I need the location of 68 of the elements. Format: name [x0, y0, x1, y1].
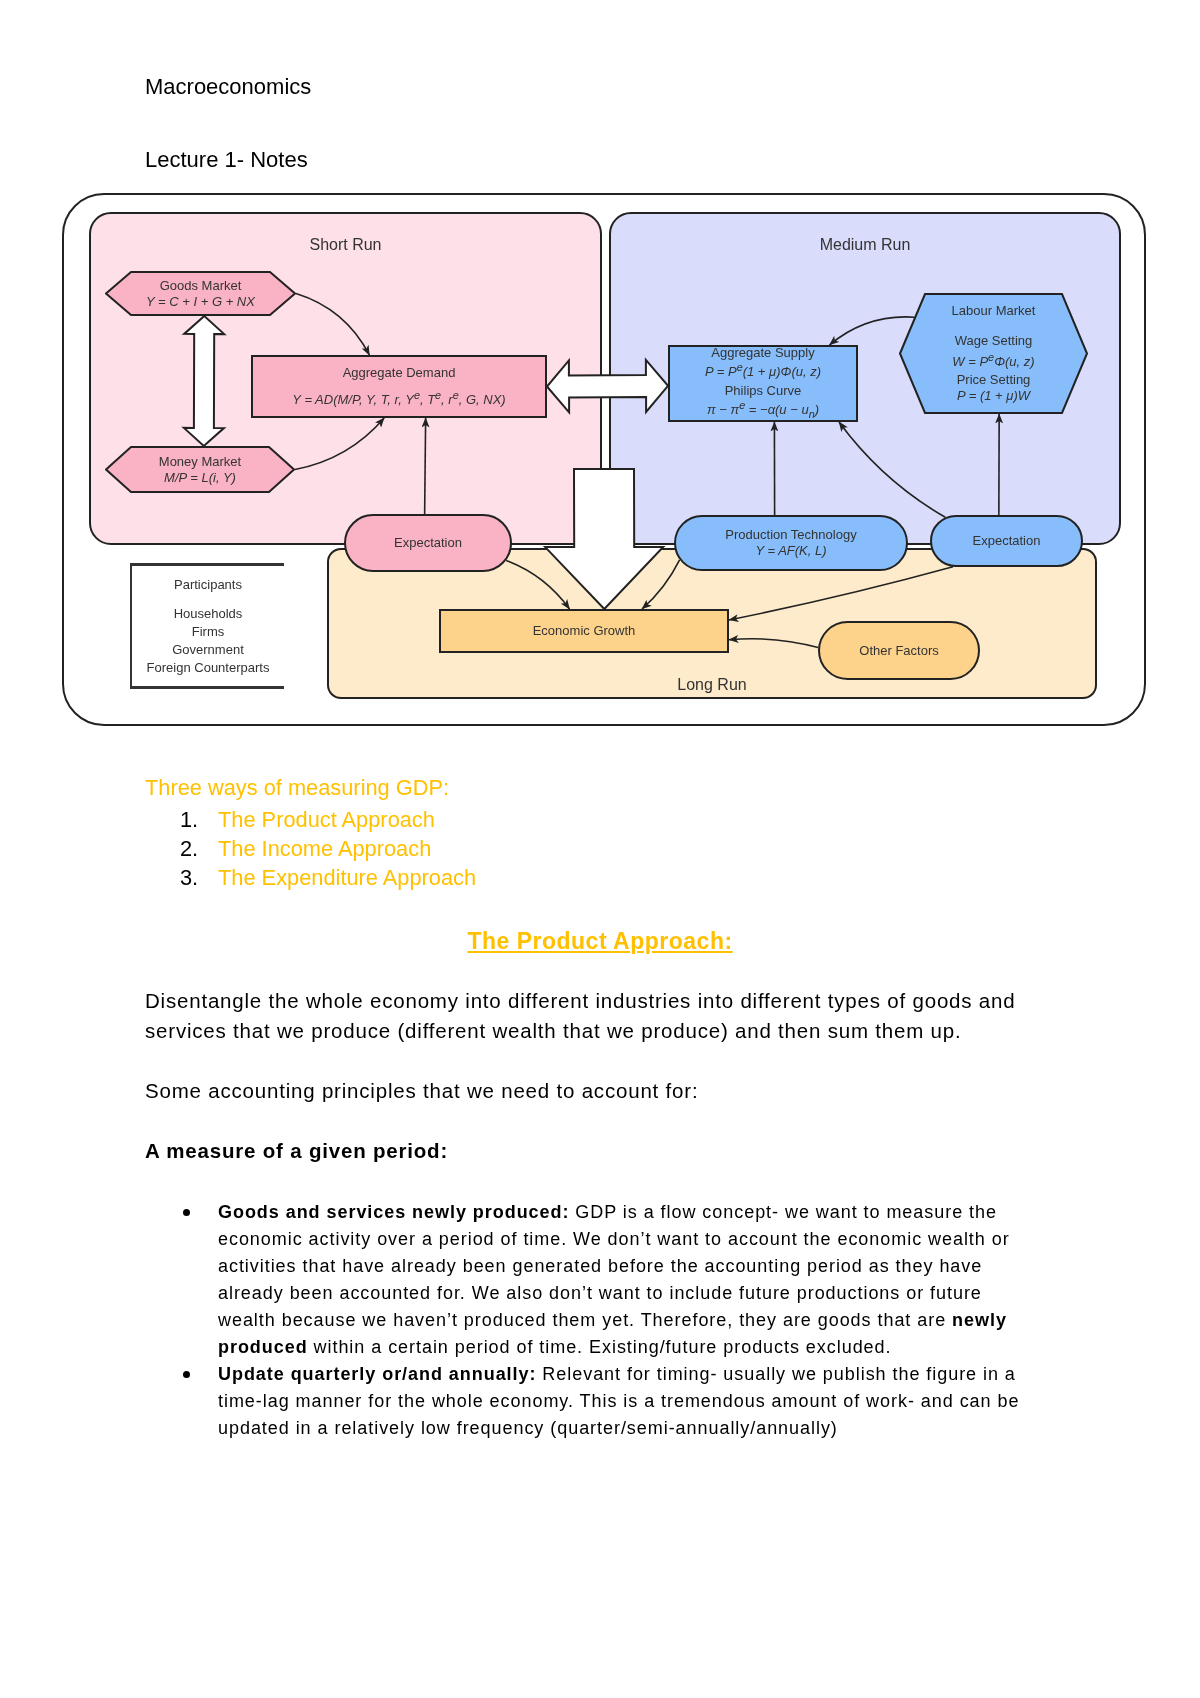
formula-text: π − π$^{e}$ = −α(u − u$_{n}$)	[706, 398, 820, 423]
panel-title: Short Run	[309, 235, 382, 255]
node-title: Aggregate Supply	[711, 344, 815, 360]
panel-title: Medium Run	[819, 235, 911, 255]
node-title: Money Market	[158, 453, 242, 470]
node-text: Philips Curve	[724, 383, 802, 399]
arrow	[838, 421, 947, 519]
node-title: Production Technology	[725, 527, 857, 543]
arrow	[828, 316, 916, 346]
node-title: Other Factors	[859, 642, 939, 659]
node-title: Aggregate Demand	[342, 364, 456, 381]
formula-text: M/P = L(i, Y)	[164, 469, 236, 486]
arrow	[728, 566, 954, 622]
list-item: The Product Approach	[218, 807, 435, 833]
process-box	[668, 345, 858, 422]
rounded-node	[674, 515, 908, 571]
paragraph: Disentangle the whole economy into different industries into different types of goods and services that we produce (different wealth that we produce) and then sum them up.	[145, 988, 1017, 1044]
list-heading: Three ways of measuring GDP:	[145, 775, 450, 801]
hexagon-node	[105, 446, 295, 493]
list-item: The Expenditure Approach	[218, 865, 477, 891]
hexagon-node	[899, 293, 1088, 414]
process-box	[251, 355, 547, 418]
double-block-arrow	[545, 357, 670, 416]
node-title: Participants	[174, 575, 242, 594]
bullet-paragraph: Goods and services newly produced: GDP is a flow concept- we want to measure the economic activity over a period of time. We don’t want to account the economic wealth or activities that have already been generated before the accounting period as they have already been accounted for. We also don’t want to include future productions or future wealth because we haven’t produced them yet. Therefore, they are goods that are newly produced within a certain period of time. Existing/future products excluded.	[218, 1201, 1011, 1359]
node-title: Labour Market	[951, 302, 1036, 319]
arrow	[421, 417, 430, 515]
participants-box	[130, 563, 284, 689]
hexagon-node	[105, 271, 296, 316]
list-number: 3.	[180, 865, 199, 891]
arrow	[728, 635, 819, 649]
node-title: Economic Growth	[532, 623, 636, 639]
subtitle-text: Lecture 1- Notes	[145, 147, 308, 173]
arrow	[295, 292, 371, 356]
arrow	[505, 559, 571, 610]
block-arrow	[542, 467, 666, 611]
double-block-arrow	[181, 314, 227, 448]
arrow	[294, 417, 385, 471]
node-text: Government	[172, 640, 244, 659]
formula-text: W = P$^{e}$Φ(u, z)	[952, 349, 1035, 371]
node-title: Expectation	[394, 535, 462, 551]
paragraph: Some accounting principles that we need to account for:	[145, 1078, 699, 1104]
formula-text: Y = AF(K, L)	[755, 543, 827, 559]
formula-text: P = (1 + μ)W	[956, 388, 1031, 405]
node-text: Firms	[191, 622, 225, 641]
node-text: Households	[173, 604, 243, 623]
node-title: Expectation	[972, 533, 1041, 549]
rounded-node	[930, 515, 1083, 567]
list-number: 1.	[180, 807, 199, 833]
arrow	[995, 413, 1004, 516]
panel-title: Long Run	[677, 675, 747, 695]
node-text: Price Setting	[956, 372, 1031, 389]
list-number: 2.	[180, 836, 199, 862]
node-text: Wage Setting	[954, 332, 1033, 349]
arrow	[770, 421, 779, 516]
list-item: The Income Approach	[218, 836, 432, 862]
page-title: Macroeconomics	[145, 74, 312, 100]
node-title: Goods Market	[159, 277, 242, 294]
formula-text: P = P$^{e}$(1 + μ)Φ(u, z)	[704, 360, 821, 380]
formula-text: Y = AD(M/P, Y, T, r, Y$^{e}$, T$^{e}$, r$^{e}$, G, NX)	[292, 387, 506, 409]
process-box	[439, 609, 729, 653]
bullet-paragraph: Update quarterly or/and annually: Relevant for timing- usually we publish the figure in a time-lag manner for the whole economy. This is a tremendous amount of work- and can be updated in a relatively low frequency (quarter/semi-annually/annually)	[218, 1363, 1021, 1440]
section-heading: The Product Approach:	[467, 927, 733, 955]
rounded-node	[344, 514, 512, 572]
subheading: A measure of a given period:	[145, 1138, 448, 1164]
node-text: Foreign Counterparts	[146, 658, 270, 677]
arrow	[641, 559, 681, 610]
formula-text: Y = C + I + G + NX	[146, 293, 255, 310]
